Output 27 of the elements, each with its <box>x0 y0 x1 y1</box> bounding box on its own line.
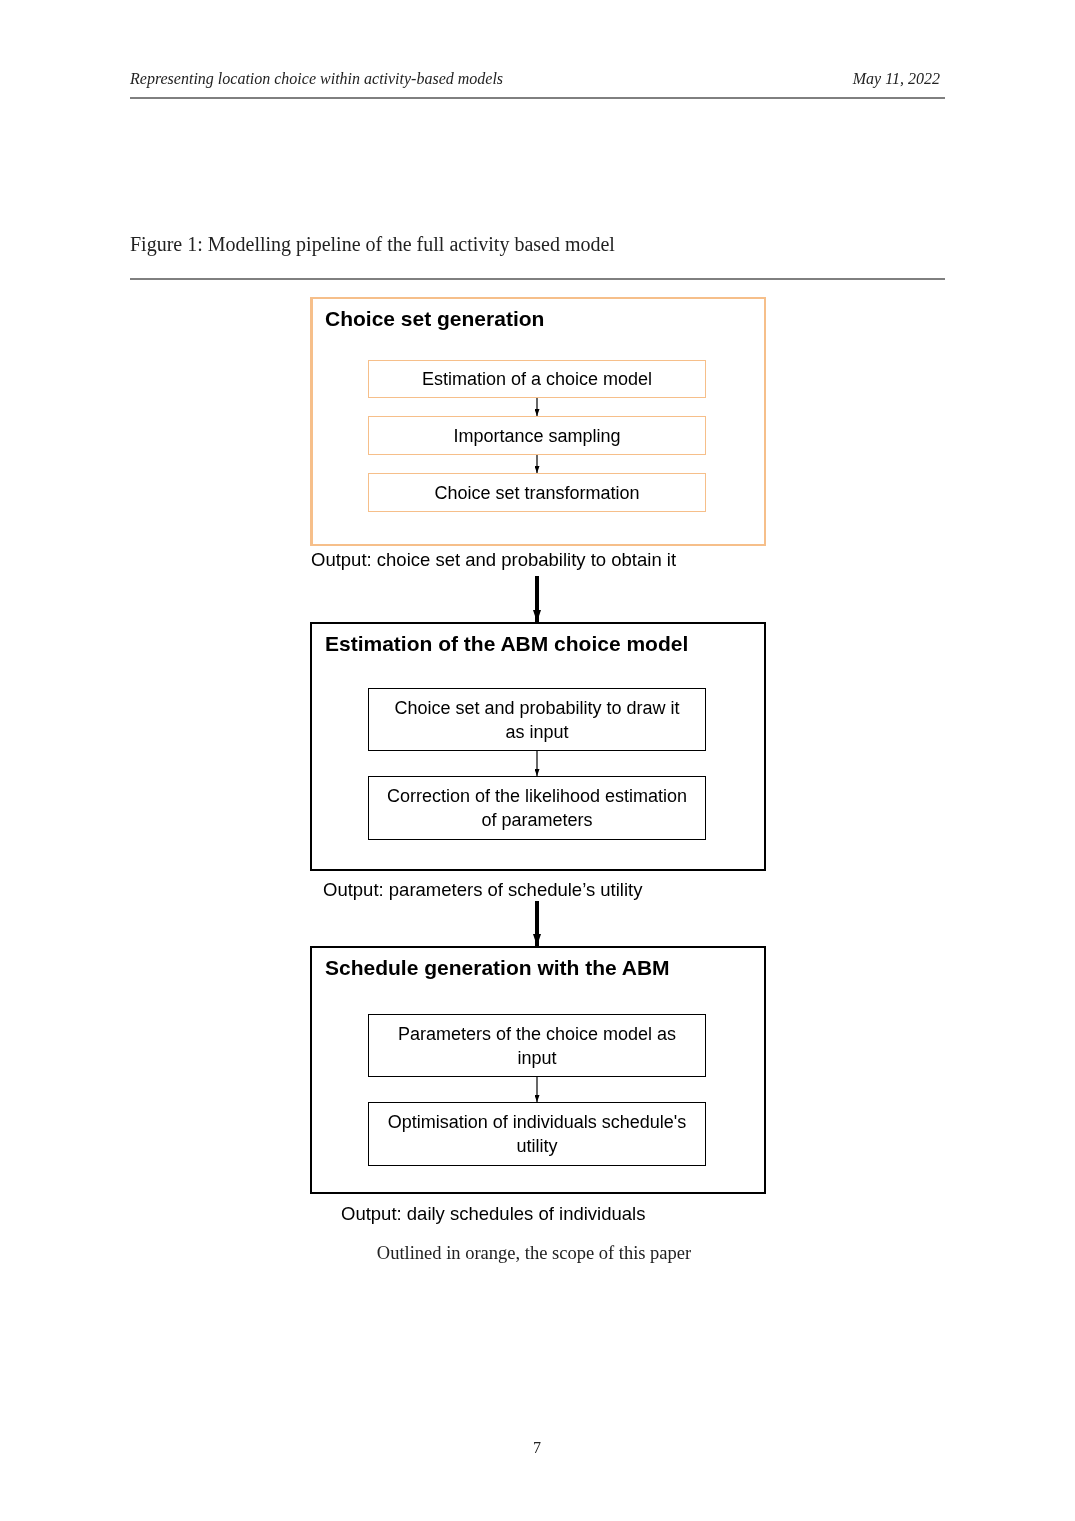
process-box: Estimation of a choice model <box>368 360 706 398</box>
arrow <box>533 901 541 946</box>
arrow <box>533 576 541 622</box>
running-header: May 11, 2022 <box>852 70 940 88</box>
process-box: Parameters of the choice model as input <box>368 1014 706 1077</box>
group-panel <box>310 946 766 1194</box>
output-note: Output: parameters of schedule’s utility <box>323 879 643 901</box>
arrow <box>534 750 540 777</box>
arrow <box>534 397 540 417</box>
group-panel <box>310 297 766 546</box>
process-box: Choice set and probability to draw it as input <box>368 688 706 751</box>
process-box: Optimisation of individuals schedule's utility <box>368 1102 706 1166</box>
arrow <box>534 1076 540 1103</box>
output-note: Output: daily schedules of individuals <box>341 1203 646 1225</box>
page-number: 7 <box>533 1439 541 1457</box>
running-header: Representing location choice within activity-based models <box>130 70 504 88</box>
process-box: Choice set transformation <box>368 473 706 512</box>
output-note: Output: choice set and probability to obtain it <box>311 549 677 571</box>
group-heading: Estimation of the ABM choice model <box>325 632 689 656</box>
group-heading: Choice set generation <box>325 307 545 331</box>
group-panel <box>310 622 766 871</box>
figure-caption: Outlined in orange, the scope of this paper <box>376 1243 692 1264</box>
group-heading: Schedule generation with the ABM <box>325 956 670 980</box>
arrow <box>534 454 540 474</box>
figure-title: Figure 1: Modelling pipeline of the full activity based model <box>130 233 615 256</box>
process-box: Correction of the likelihood estimation of parameters <box>368 776 706 840</box>
process-box: Importance sampling <box>368 416 706 455</box>
